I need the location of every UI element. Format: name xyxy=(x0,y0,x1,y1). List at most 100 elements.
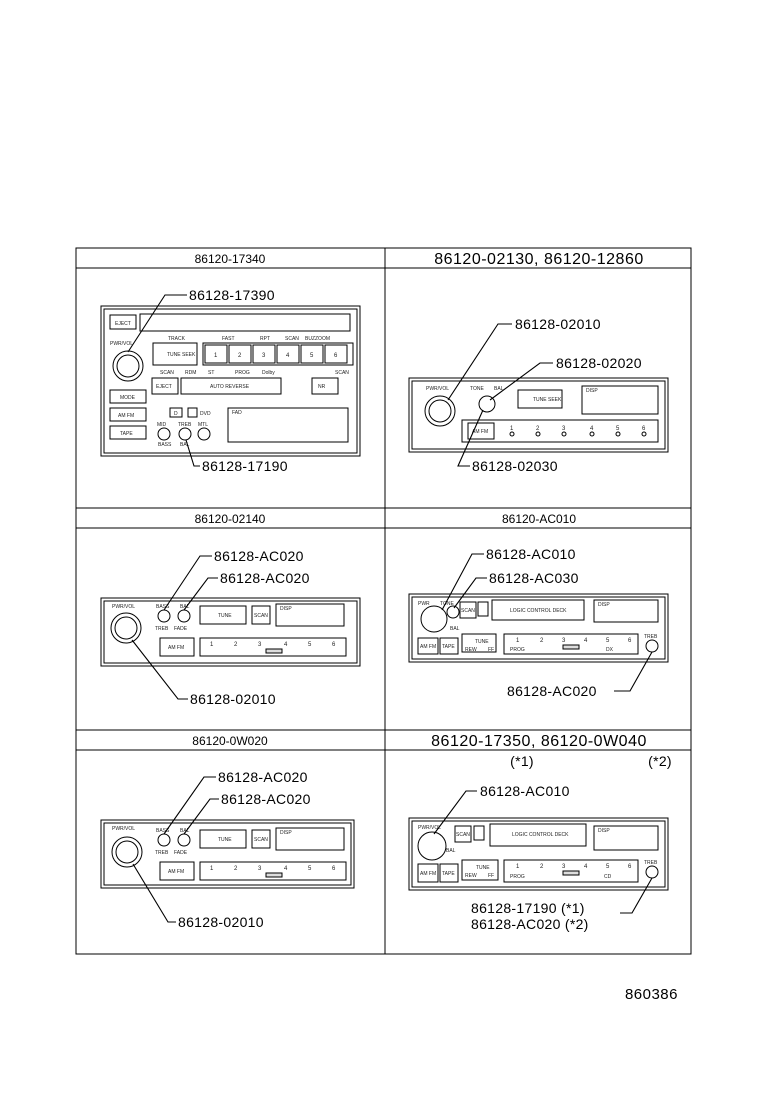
bass-label: BASS xyxy=(156,604,170,610)
treb-label: TREB xyxy=(644,860,658,866)
preset-5-label: 5 xyxy=(310,353,314,359)
display-label: DISP xyxy=(598,828,610,834)
treb-label: TREB xyxy=(155,626,169,632)
pwr-vol-label: PWR/VOL xyxy=(112,826,135,832)
pwr-vol-label: PWR/VOL xyxy=(112,604,135,610)
preset-5-dot xyxy=(615,431,621,437)
preset-5-button xyxy=(300,344,324,364)
preset-5-label: 5 xyxy=(308,866,312,872)
track-label: TRACK xyxy=(168,336,186,342)
am-fm-label: AM FM xyxy=(420,871,436,877)
prog-label: ST xyxy=(208,370,214,376)
preset-4-label: 4 xyxy=(590,426,594,432)
prog-label: PROG xyxy=(510,874,525,880)
ff-label: FF xyxy=(488,647,494,653)
pwr-vol-label: PWR/VOL xyxy=(110,341,133,347)
mtl-label: SCAN xyxy=(335,370,349,376)
ff-label: FF xyxy=(488,873,494,879)
volume-knob-ring xyxy=(428,399,452,423)
preset-4-dot xyxy=(589,431,595,437)
mid-label: TREB xyxy=(178,422,192,428)
tape-door xyxy=(491,599,585,621)
nr-label: Dolby xyxy=(262,370,275,376)
am-fm-button xyxy=(417,637,439,655)
preset-2-label: 2 xyxy=(536,426,540,432)
faceplate-inner xyxy=(411,820,666,888)
preset-3-dot xyxy=(561,431,567,437)
leader-86128-AC020-a xyxy=(163,555,212,611)
am-fm-label: AM FM xyxy=(168,645,184,651)
preset-3-label: 3 xyxy=(262,353,266,359)
cell-4-radio-unit: PWR TONE BAL SCAN LOGIC CONTROL DECK DIS… xyxy=(408,593,669,663)
preset-4-label: 4 xyxy=(584,638,588,644)
preset-2-label: 2 xyxy=(540,864,544,870)
display-panel xyxy=(593,825,659,851)
eject-button xyxy=(473,825,485,841)
preset-6-label: 6 xyxy=(628,638,632,644)
preset-6-dot xyxy=(641,431,647,437)
rew-label: REW xyxy=(465,873,477,879)
bass-label: BASS xyxy=(156,828,170,834)
am-fm-button xyxy=(159,637,195,657)
faceplate-inner xyxy=(411,380,666,450)
display-label: DISP xyxy=(598,602,610,608)
display-panel xyxy=(581,385,659,415)
tape-button xyxy=(439,863,459,883)
volume-knob-ring xyxy=(114,616,138,640)
scan-button xyxy=(251,829,271,849)
tune-rocker xyxy=(199,605,247,625)
tone-bal-knob xyxy=(478,395,496,413)
scan-button xyxy=(454,825,472,843)
cell-2-header: 86120-02130, 86120-12860 xyxy=(434,251,644,268)
preset-1-dot xyxy=(509,431,515,437)
preset-4-label: 4 xyxy=(284,642,288,648)
preset-5-label: 5 xyxy=(616,426,620,432)
leader-86128-AC020 xyxy=(614,651,653,692)
dvd-button xyxy=(187,407,198,418)
preset-1-label: 1 xyxy=(516,864,520,870)
leader-86128-02030 xyxy=(457,409,484,467)
tune-rocker xyxy=(199,829,247,849)
leader-86128-AC010 xyxy=(433,790,477,835)
leader-86128-AC020-b xyxy=(183,798,219,835)
bass-knob xyxy=(157,833,171,847)
callout-86128-17190: 86128-17190 xyxy=(202,458,288,474)
preset-bar xyxy=(199,637,347,657)
dolby-d-button xyxy=(169,407,183,418)
bass-knob xyxy=(157,609,171,623)
am-fm-button xyxy=(109,407,147,422)
radio-faceplate xyxy=(408,593,669,663)
leader-86128-17190 xyxy=(185,439,200,467)
callout-86128-AC010: 86128-AC010 xyxy=(480,783,570,799)
faceplate-inner xyxy=(103,600,358,664)
treb-knob xyxy=(645,865,659,879)
tune-seek-rocker xyxy=(517,389,563,409)
callout-86128-02010: 86128-02010 xyxy=(190,691,276,707)
eject-label: EJECT xyxy=(115,321,131,327)
callout-86128-02020: 86128-02020 xyxy=(556,355,642,371)
volume-knob xyxy=(417,831,447,861)
treb-knob xyxy=(645,639,659,653)
preset-3-label: 3 xyxy=(562,426,566,432)
tune-rocker xyxy=(461,633,497,653)
tune-label: TUNE xyxy=(476,865,490,871)
scan-tape-label: NR xyxy=(318,384,326,390)
bal-label: BAL xyxy=(494,386,504,392)
tone-label: TONE xyxy=(470,386,484,392)
treb-label: TREB xyxy=(155,850,169,856)
fast-label: FAST xyxy=(222,336,235,342)
preset-4-label: 4 xyxy=(286,353,290,359)
callout-86128-AC010: 86128-AC010 xyxy=(486,546,576,562)
radio-faceplate xyxy=(100,597,361,667)
leader-86128-17390 xyxy=(127,294,187,353)
table-border xyxy=(75,247,692,955)
tune-label: TUNE xyxy=(218,613,232,619)
preset-5-label: 5 xyxy=(308,642,312,648)
callout-86128-02030: 86128-02030 xyxy=(472,458,558,474)
leader-86128-02010 xyxy=(131,639,188,700)
leader-86128-AC020-a xyxy=(163,776,216,835)
tune-seek-label: TUNE SEEK xyxy=(167,352,196,358)
callout-86128-AC020: 86128-AC020 (*2) xyxy=(471,916,589,932)
pwr-vol-label: PWR/VOL xyxy=(426,386,449,392)
